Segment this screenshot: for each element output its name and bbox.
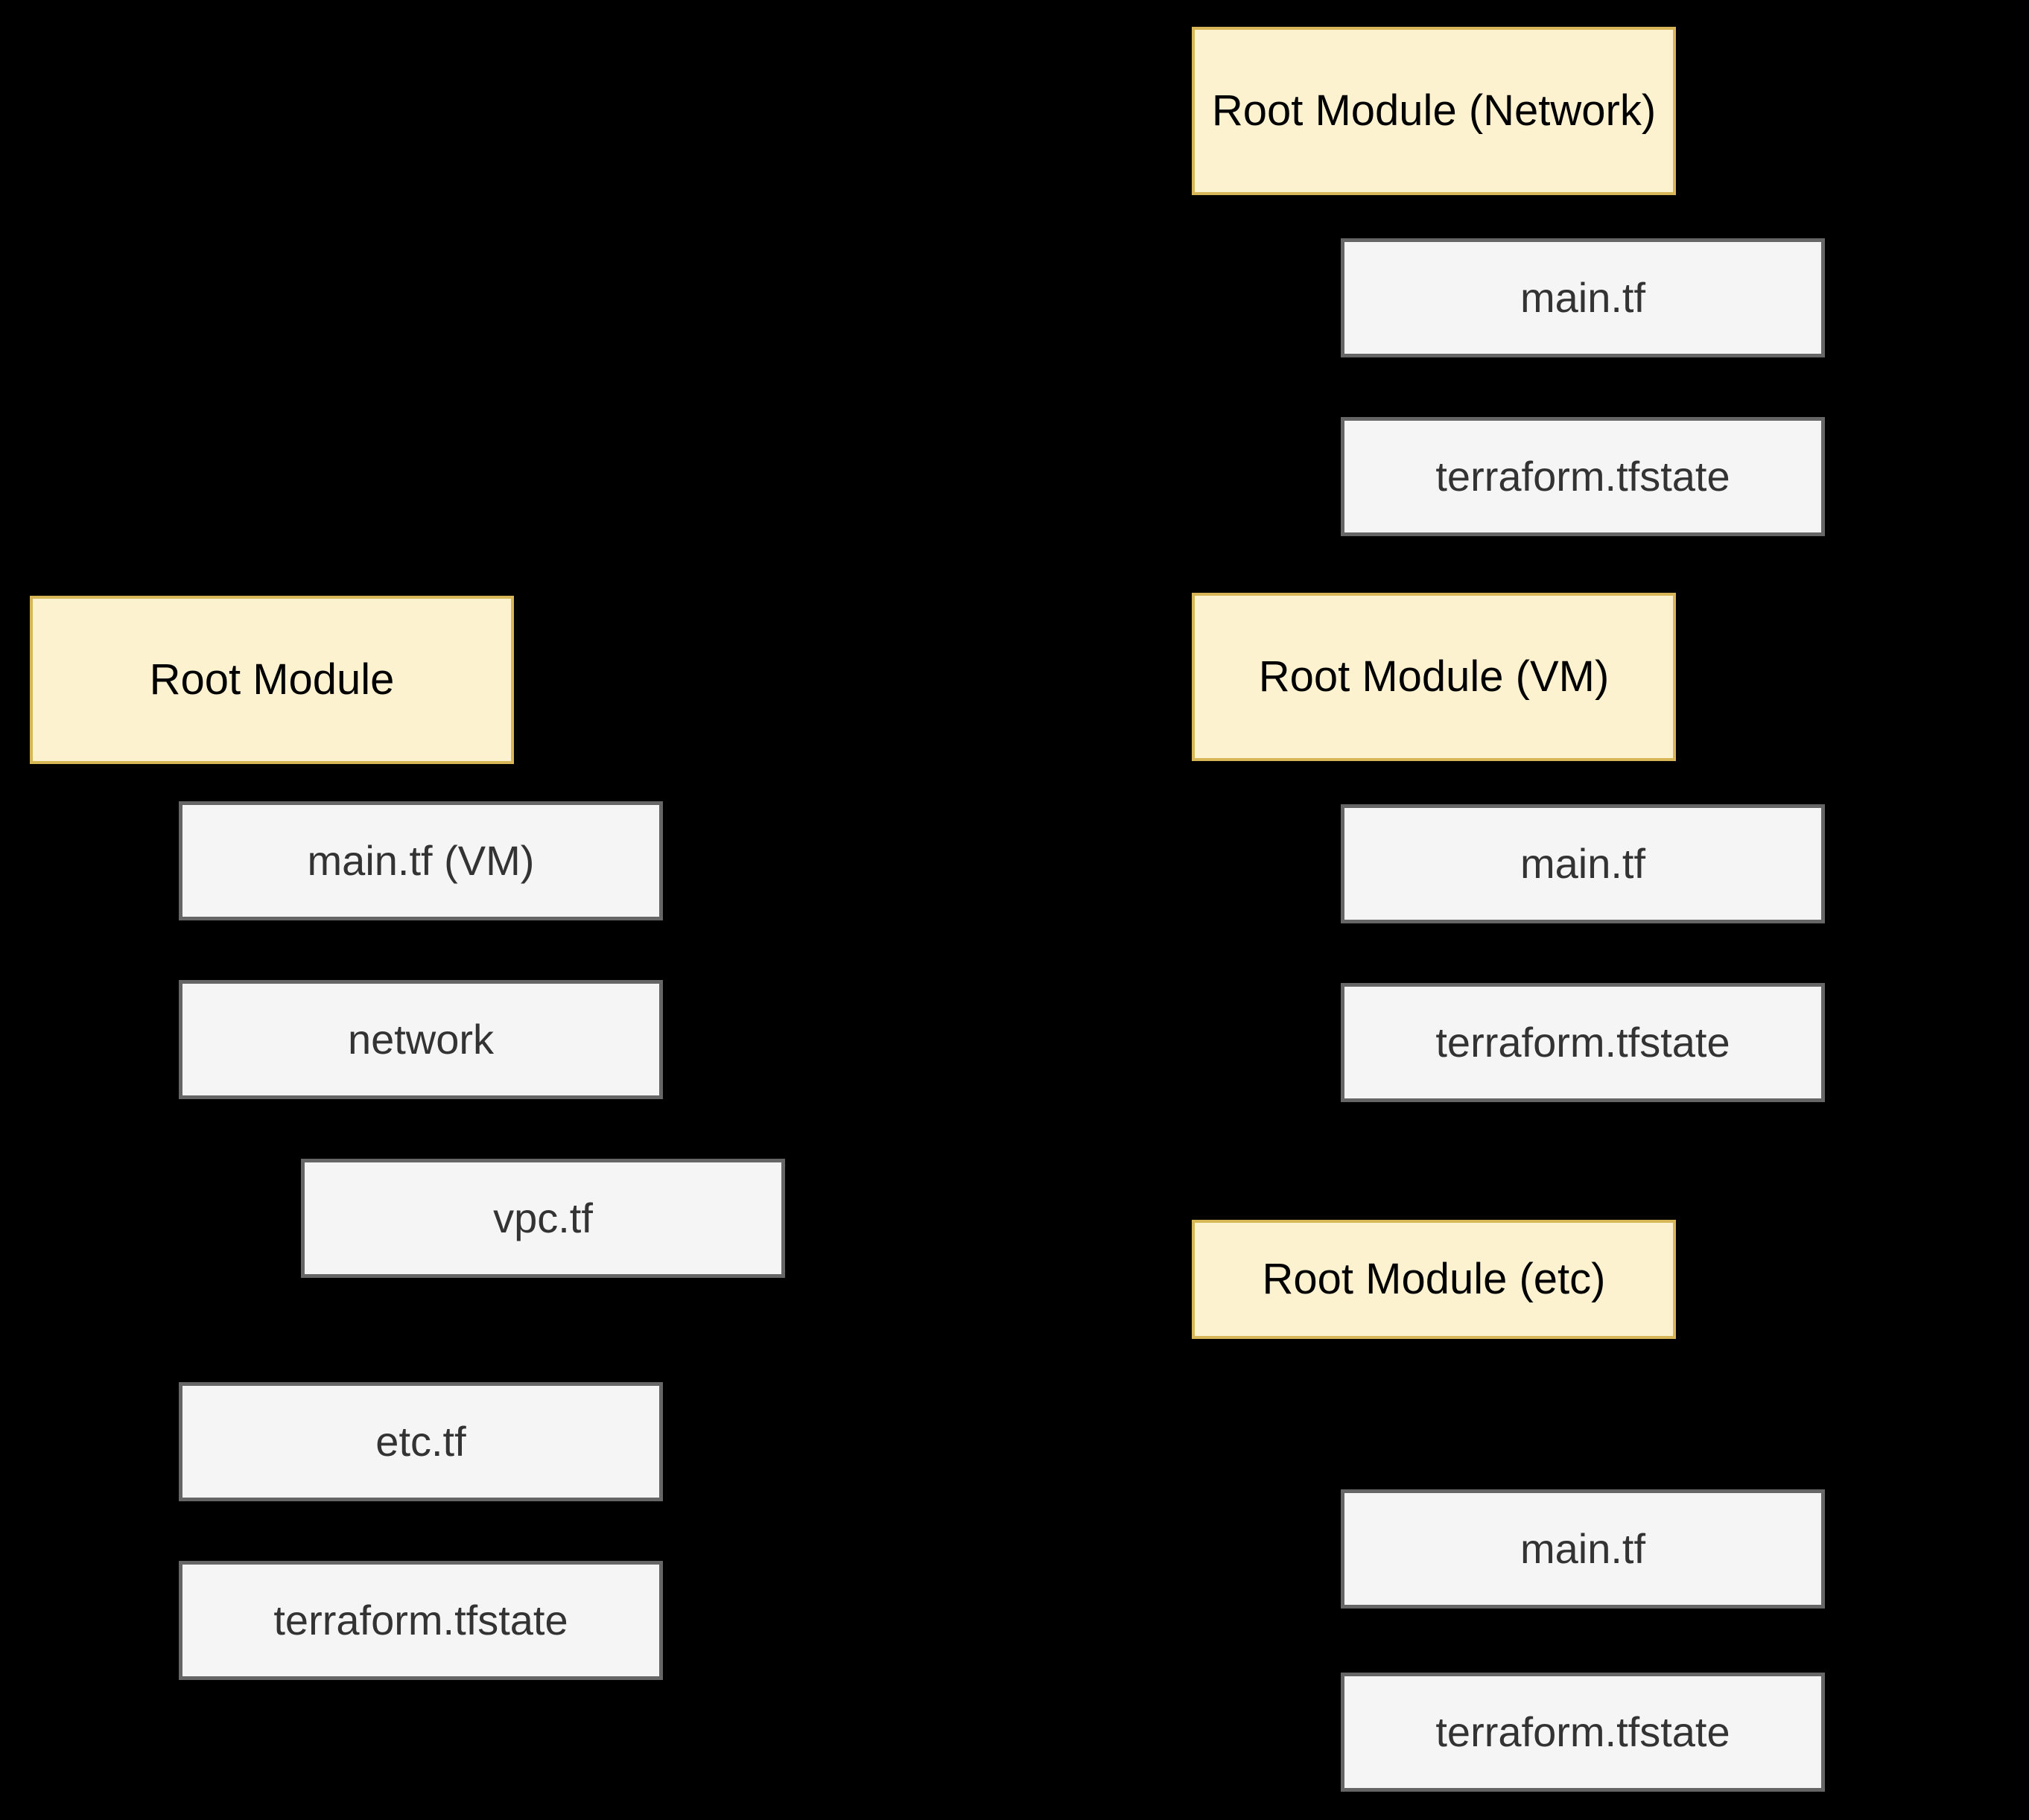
connector-line <box>1823 472 1829 483</box>
node-root-module[interactable]: Root Module <box>30 596 514 764</box>
connector-line <box>1823 293 1829 304</box>
node-left-network[interactable]: network <box>179 980 663 1099</box>
node-label: network <box>347 1015 495 1063</box>
connector-line <box>1263 758 1268 774</box>
node-etc-terraform-tfstate[interactable]: terraform.tfstate <box>1341 1673 1825 1792</box>
node-label: main.tf (VM) <box>307 836 535 884</box>
connector-line <box>246 1095 250 1111</box>
node-root-module-etc[interactable]: Root Module (etc) <box>1192 1220 1676 1339</box>
node-label: main.tf <box>1520 1524 1646 1572</box>
node-etc-main-tf[interactable]: main.tf <box>1341 1489 1825 1609</box>
node-root-module-vm[interactable]: Root Module (VM) <box>1192 593 1676 761</box>
node-label: terraform.tfstate <box>1435 1708 1730 1755</box>
node-vm-main-tf[interactable]: main.tf <box>1341 804 1825 923</box>
node-vm-terraform-tfstate[interactable]: terraform.tfstate <box>1341 983 1825 1102</box>
node-label: Root Module (Network) <box>1211 86 1657 135</box>
node-left-terraform-tfstate[interactable]: terraform.tfstate <box>179 1561 663 1680</box>
node-label: terraform.tfstate <box>1435 452 1730 500</box>
node-label: vpc.tf <box>493 1194 593 1241</box>
node-root-module-network[interactable]: Root Module (Network) <box>1192 27 1676 195</box>
node-label: etc.tf <box>375 1417 466 1465</box>
node-label: Root Module (VM) <box>1258 652 1610 701</box>
node-network-terraform-tfstate[interactable]: terraform.tfstate <box>1341 417 1825 536</box>
connector-line <box>1823 859 1829 870</box>
connector-line <box>1263 192 1268 209</box>
node-label: terraform.tfstate <box>1435 1018 1730 1066</box>
node-label: main.tf <box>1520 273 1646 321</box>
node-label: terraform.tfstate <box>273 1596 568 1644</box>
node-label: Root Module <box>149 655 395 704</box>
connector-line <box>661 1035 667 1046</box>
connector-line <box>101 761 106 777</box>
node-left-etc-tf[interactable]: etc.tf <box>179 1382 663 1501</box>
node-left-vpc-tf[interactable]: vpc.tf <box>301 1159 785 1278</box>
connector-line <box>661 856 667 867</box>
node-left-main-tf-vm[interactable]: main.tf (VM) <box>179 801 663 920</box>
node-label: Root Module (etc) <box>1262 1254 1606 1303</box>
node-network-main-tf[interactable]: main.tf <box>1341 238 1825 357</box>
node-label: main.tf <box>1520 839 1646 887</box>
